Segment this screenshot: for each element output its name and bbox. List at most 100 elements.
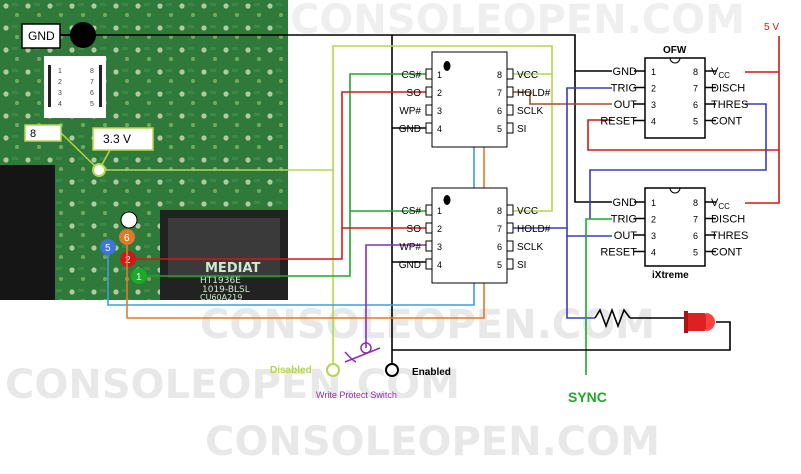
pin-number: 8 xyxy=(497,206,502,216)
sync-label: SYNC xyxy=(568,389,607,405)
chip-pin xyxy=(425,122,433,134)
pin-name: GND xyxy=(613,66,638,78)
pin-name: VCC xyxy=(517,70,538,81)
pin-name: HOLD# xyxy=(517,88,551,99)
flash-footprint xyxy=(44,56,106,118)
chip-pin xyxy=(506,222,514,234)
svg-text:1: 1 xyxy=(58,68,62,75)
svg-text:2: 2 xyxy=(58,79,62,86)
svg-text:3: 3 xyxy=(58,90,62,97)
pin-number: 6 xyxy=(497,106,502,116)
pin-number: 3 xyxy=(651,231,656,241)
pin-name: VCC xyxy=(711,66,730,80)
chip-pin xyxy=(425,204,433,216)
resistor xyxy=(594,307,631,329)
pin-number: 4 xyxy=(437,260,442,270)
pin-number: 6 xyxy=(693,231,698,241)
pin-name: TRIG xyxy=(611,214,637,226)
pad-2 xyxy=(120,251,136,267)
pin-number: 5 xyxy=(693,117,698,127)
pin-number: 5 xyxy=(497,124,502,134)
watermark-text: CONSOLEOPEN.COM xyxy=(290,0,745,43)
pin-number: 2 xyxy=(651,215,656,225)
chip-pin xyxy=(506,258,514,270)
pin-name: SCLK xyxy=(517,242,543,253)
gnd-label: GND xyxy=(28,29,55,43)
pin-name: GND xyxy=(613,197,638,209)
chip-pin xyxy=(506,122,514,134)
chip-marking: HT1936E xyxy=(200,276,241,286)
write-protect-label: Write Protect Switch xyxy=(316,390,397,400)
chip-pin xyxy=(506,86,514,98)
pin-name: WP# xyxy=(399,106,421,117)
pin-number: 7 xyxy=(693,84,698,94)
five-volt-label: 5 V xyxy=(764,22,779,33)
svg-text:6: 6 xyxy=(90,90,94,97)
chip-pin xyxy=(425,86,433,98)
pin-name: DISCH xyxy=(711,214,745,226)
pin-number: 2 xyxy=(651,84,656,94)
chip-pin xyxy=(425,222,433,234)
pin-name: RESET xyxy=(600,247,637,259)
chip-marking: CU60A219 xyxy=(200,293,242,302)
pin-number: 7 xyxy=(497,88,502,98)
pin-number: 5 xyxy=(497,260,502,270)
pin-name: GND xyxy=(399,260,421,271)
pad-number: 1 xyxy=(136,272,142,283)
watermark-text: CONSOLEOPEN.COM xyxy=(5,362,460,408)
watermark-text: CONSOLEOPEN.COM xyxy=(200,302,655,348)
pin-number: 2 xyxy=(437,224,442,234)
pin-number: 7 xyxy=(693,215,698,225)
pin-number: 6 xyxy=(693,100,698,110)
gnd-label-box xyxy=(21,23,61,49)
chip-pin xyxy=(506,68,514,80)
timer-ofw-title: OFW xyxy=(663,45,687,56)
pin-number: 8 xyxy=(497,70,502,80)
pin-number: 4 xyxy=(437,124,442,134)
pin-name: CS# xyxy=(402,70,422,81)
chip-pin xyxy=(425,104,433,116)
chip-pin xyxy=(506,240,514,252)
disabled-label: Disabled xyxy=(270,365,312,376)
pin-name: CONT xyxy=(711,116,742,128)
pin-name: DISCH xyxy=(711,83,745,95)
pin-name: THRES xyxy=(711,99,748,111)
pin-name: CONT xyxy=(711,247,742,259)
chip-marking: MEDIAT xyxy=(205,261,260,276)
pin-name: TRIG xyxy=(611,83,637,95)
pad-3v3 xyxy=(92,163,106,177)
watermark-text: CONSOLEOPEN.COM xyxy=(205,419,660,465)
chip-pin xyxy=(506,104,514,116)
chip-pin xyxy=(425,68,433,80)
chip-pin xyxy=(425,258,433,270)
svg-text:5: 5 xyxy=(90,101,94,108)
pin-name: SI xyxy=(517,260,526,271)
pad-white xyxy=(120,211,138,229)
pin-number: 5 xyxy=(693,248,698,258)
voltage-label: 3.3 V xyxy=(103,132,131,146)
pin-name: WP# xyxy=(399,242,421,253)
svg-text:8: 8 xyxy=(90,68,94,75)
pad-1 xyxy=(131,268,147,284)
pin-name: SI xyxy=(517,124,526,135)
write-protect-switch xyxy=(326,342,399,377)
pin-number: 8 xyxy=(693,67,698,77)
pin-number: 1 xyxy=(437,70,442,80)
pin-name: SCLK xyxy=(517,106,543,117)
pad-number: 6 xyxy=(124,233,130,244)
svg-text:4: 4 xyxy=(58,101,62,108)
pin-name: VCC xyxy=(711,197,730,211)
pin-name: OUT xyxy=(614,230,638,242)
voltage-label-box xyxy=(92,127,154,151)
chip-marking: 1019-BLSL xyxy=(202,285,250,295)
pin-number: 4 xyxy=(651,248,656,258)
enabled-label: Enabled xyxy=(412,367,451,378)
pin-name: SO xyxy=(407,88,422,99)
pad-number: 2 xyxy=(125,255,131,266)
wiring xyxy=(96,34,780,375)
